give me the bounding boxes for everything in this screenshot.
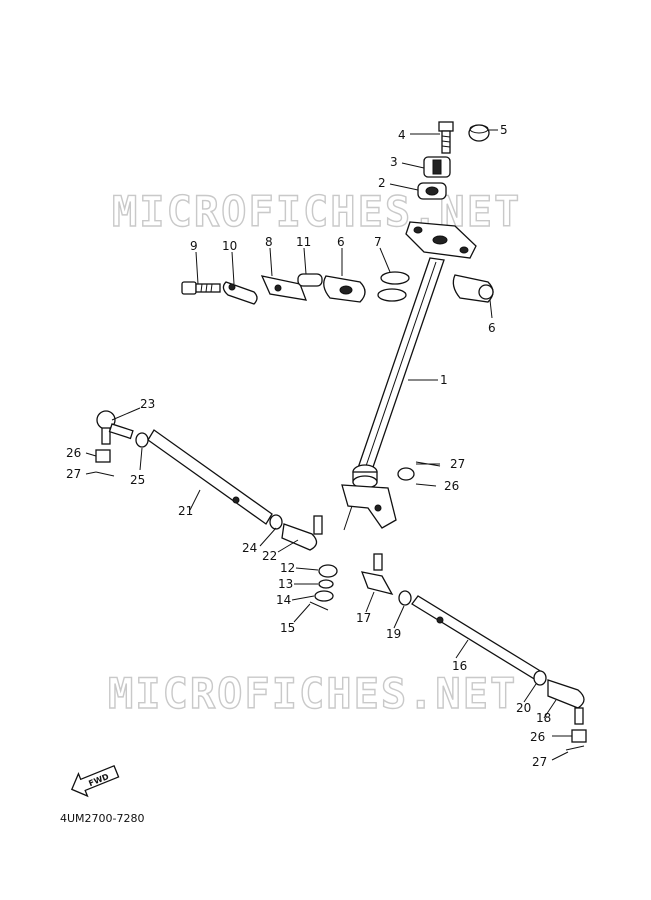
holder-part-6-right[interactable] (452, 274, 494, 303)
pitman-arm[interactable] (341, 484, 397, 531)
callout-27-mid: 27 (450, 457, 465, 471)
bracket-part-8[interactable] (260, 275, 308, 301)
bolt-part-9[interactable] (181, 281, 221, 295)
cotter-pin-part-15[interactable] (309, 601, 329, 611)
callout-25: 25 (130, 473, 145, 487)
callout-26-mid: 26 (444, 479, 459, 493)
nut-part-20[interactable] (533, 670, 547, 686)
leader-lines (85, 129, 572, 761)
callout-15: 15 (280, 621, 295, 635)
nut-part-12[interactable] (318, 564, 338, 578)
watermark-top: MICROFICHES.NET (112, 187, 521, 236)
callout-27-right: 27 (532, 755, 547, 769)
callout-17: 17 (356, 611, 371, 625)
callout-21: 21 (178, 504, 193, 518)
callout-20: 20 (516, 701, 531, 715)
nut-part-26-left[interactable] (95, 449, 111, 463)
callout-27-left: 27 (66, 467, 81, 481)
callout-2: 2 (378, 176, 386, 190)
tie-rod-part-21[interactable] (147, 429, 273, 525)
callout-11: 11 (296, 235, 311, 249)
nut-part-19[interactable] (398, 590, 412, 606)
washer-part-13[interactable] (318, 579, 334, 589)
callout-8: 8 (265, 235, 273, 249)
plate-part-10[interactable] (222, 281, 258, 305)
tie-rod-end-part-18[interactable] (547, 679, 585, 725)
callout-26-left: 26 (66, 446, 81, 460)
callout-22: 22 (262, 549, 277, 563)
bolt-part-4[interactable] (438, 121, 454, 154)
callout-4: 4 (398, 128, 406, 142)
callout-5: 5 (500, 123, 508, 137)
callout-12: 12 (280, 561, 295, 575)
tie-rod-end-part-17[interactable] (360, 553, 394, 595)
callout-18: 18 (536, 711, 551, 725)
callout-19: 19 (386, 627, 401, 641)
diagram-code: 4UM2700-7280 (60, 812, 145, 825)
callout-7: 7 (374, 235, 382, 249)
nut-part-25[interactable] (135, 432, 149, 448)
collar-part-2[interactable] (417, 182, 447, 200)
collar-part-7[interactable] (377, 271, 410, 302)
fwd-label: FWD (87, 772, 110, 788)
callout-6-right: 6 (488, 321, 496, 335)
callout-23: 23 (140, 397, 155, 411)
cap-part-5[interactable] (468, 124, 490, 142)
fwd-arrow-icon: FWD (70, 764, 120, 798)
upper-bracket[interactable] (405, 221, 477, 259)
tie-rod-part-16[interactable] (411, 595, 543, 681)
steering-shaft[interactable] (352, 257, 445, 489)
callout-14: 14 (276, 593, 291, 607)
callout-3: 3 (390, 155, 398, 169)
callout-10: 10 (222, 239, 237, 253)
callout-6-left: 6 (337, 235, 345, 249)
nut-part-24[interactable] (269, 514, 283, 530)
callout-9: 9 (190, 239, 198, 253)
clamp-part-3[interactable] (423, 156, 451, 178)
holder-part-6-left[interactable] (323, 275, 366, 303)
callout-1: 1 (440, 373, 448, 387)
nut-part-26-mid[interactable] (397, 467, 415, 481)
tie-rod-end-part-22[interactable] (281, 515, 323, 551)
callout-26-right: 26 (530, 730, 545, 744)
callout-24: 24 (242, 541, 257, 555)
watermark-bottom: MICROFICHES.NET (108, 669, 517, 718)
callout-13: 13 (278, 577, 293, 591)
nut-part-26-right[interactable] (571, 729, 587, 743)
cotter-pin-part-27-left[interactable] (95, 471, 115, 477)
cotter-pin-part-27-right[interactable] (565, 745, 585, 751)
tie-rod-end-part-23[interactable] (96, 410, 134, 445)
callout-16: 16 (452, 659, 467, 673)
nut-part-14[interactable] (314, 590, 334, 602)
collar-part-11[interactable] (297, 273, 323, 287)
